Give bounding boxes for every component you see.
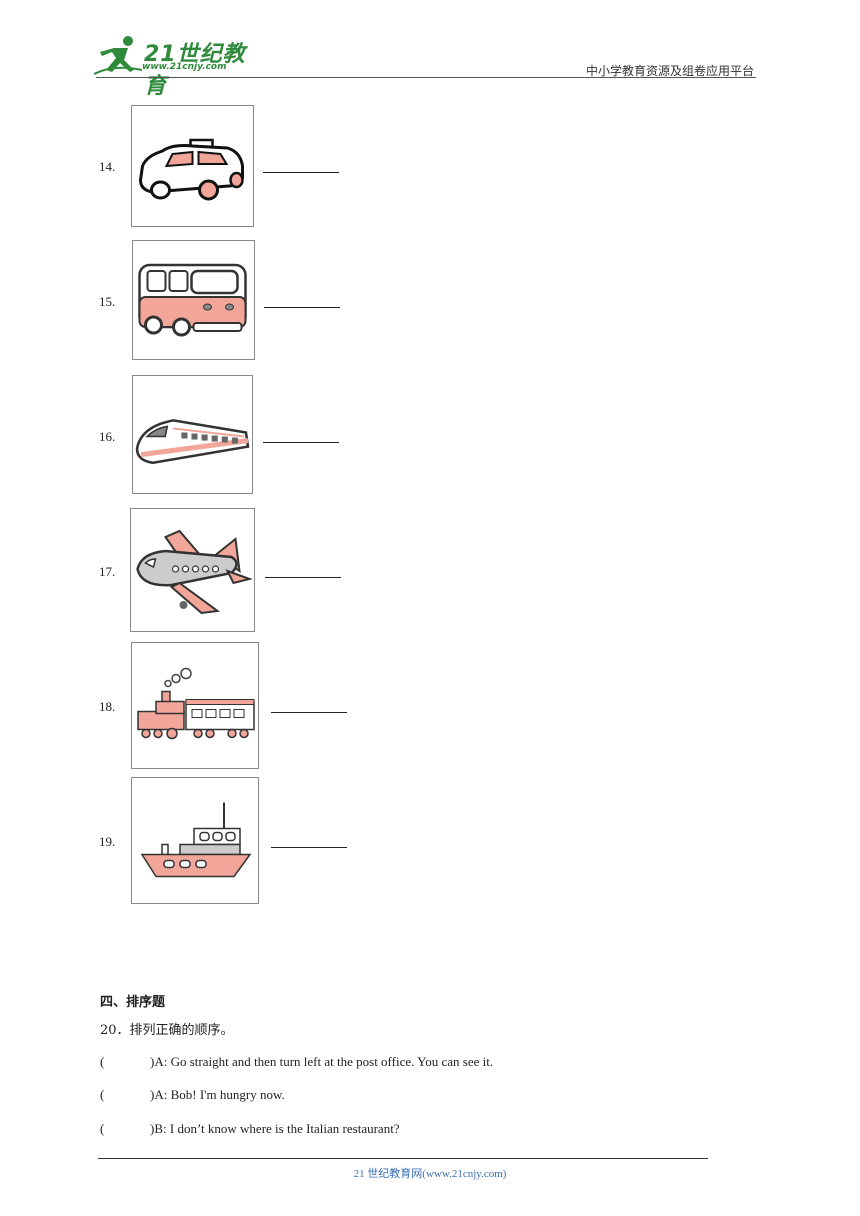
section-title: 四、排序题 (100, 995, 166, 1010)
logo-url: www.21cnjy.com (142, 62, 227, 72)
high-speed-train-picture (132, 375, 253, 494)
question-number-18: 18. (99, 699, 116, 714)
answer-blank-18[interactable] (271, 712, 347, 713)
question-20-prompt: 20．排列正确的顺序。 (100, 1023, 234, 1038)
order-slot-2[interactable]: ( (100, 1087, 105, 1102)
answer-blank-19[interactable] (271, 847, 347, 848)
runner-logo-icon (94, 36, 143, 75)
ordering-item-text: )A: Bob! I'm hungry now. (150, 1087, 285, 1102)
site-logo[interactable]: 21世纪教育 www.21cnjy.com (94, 34, 264, 99)
airplane-picture (130, 508, 255, 632)
answer-blank-14[interactable] (263, 172, 339, 173)
logo-text: 21世纪教育 (144, 42, 246, 99)
page-header: 21世纪教育 www.21cnjy.com 中小学教育资源及组卷应用平台 (0, 0, 860, 99)
header-divider (96, 77, 756, 78)
footer-divider (98, 1158, 708, 1159)
answer-blank-15[interactable] (264, 307, 340, 308)
question-number-14: 14. (99, 159, 116, 174)
footer-link[interactable]: 21 世纪教育网(www.21cnjy.com) (353, 1168, 507, 1180)
order-slot-3[interactable]: ( (100, 1121, 105, 1136)
steam-train-icon (137, 667, 255, 740)
bus-icon (138, 263, 247, 337)
steam-train-picture (131, 642, 259, 769)
question-number-16: 16. (99, 429, 116, 444)
ordering-item-text: )A: Go straight and then turn left at th… (150, 1054, 494, 1069)
answer-blank-17[interactable] (265, 577, 341, 578)
airplane-icon (136, 529, 253, 615)
high-speed-train-icon (135, 419, 250, 465)
taxi-picture (131, 105, 254, 227)
ship-picture (131, 777, 259, 904)
bus-picture (132, 240, 255, 360)
taxi-icon (138, 138, 244, 201)
question-number-15: 15. (99, 294, 116, 309)
ordering-item-text: )B: I don’t know where is the Italian re… (150, 1121, 400, 1136)
answer-blank-16[interactable] (263, 442, 339, 443)
question-number-19: 19. (99, 834, 116, 849)
header-platform-title: 中小学教育资源及组卷应用平台 (585, 64, 754, 78)
ship-icon (140, 802, 252, 878)
question-number-17: 17. (99, 564, 116, 579)
order-slot-1[interactable]: ( (100, 1054, 105, 1069)
